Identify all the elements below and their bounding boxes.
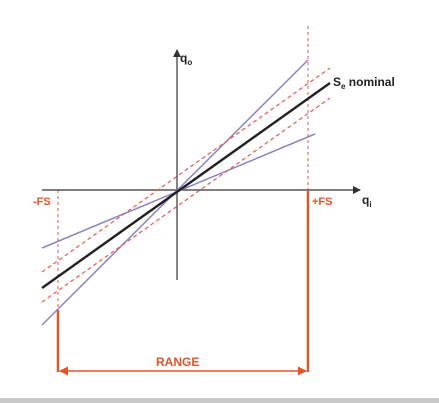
tolerance-upper-dashed <box>41 67 331 273</box>
bottom-strip <box>0 398 439 403</box>
nominal-label: Se nominal <box>333 75 395 91</box>
pos-fs-label: +FS <box>312 196 332 208</box>
nominal-line <box>41 82 331 289</box>
y-axis-label: qo <box>180 51 192 67</box>
x-axis-label: qi <box>362 193 372 209</box>
neg-fs-label: -FS <box>33 196 51 208</box>
range-label: RANGE <box>156 355 199 369</box>
tolerance-lower-dashed <box>41 97 331 303</box>
